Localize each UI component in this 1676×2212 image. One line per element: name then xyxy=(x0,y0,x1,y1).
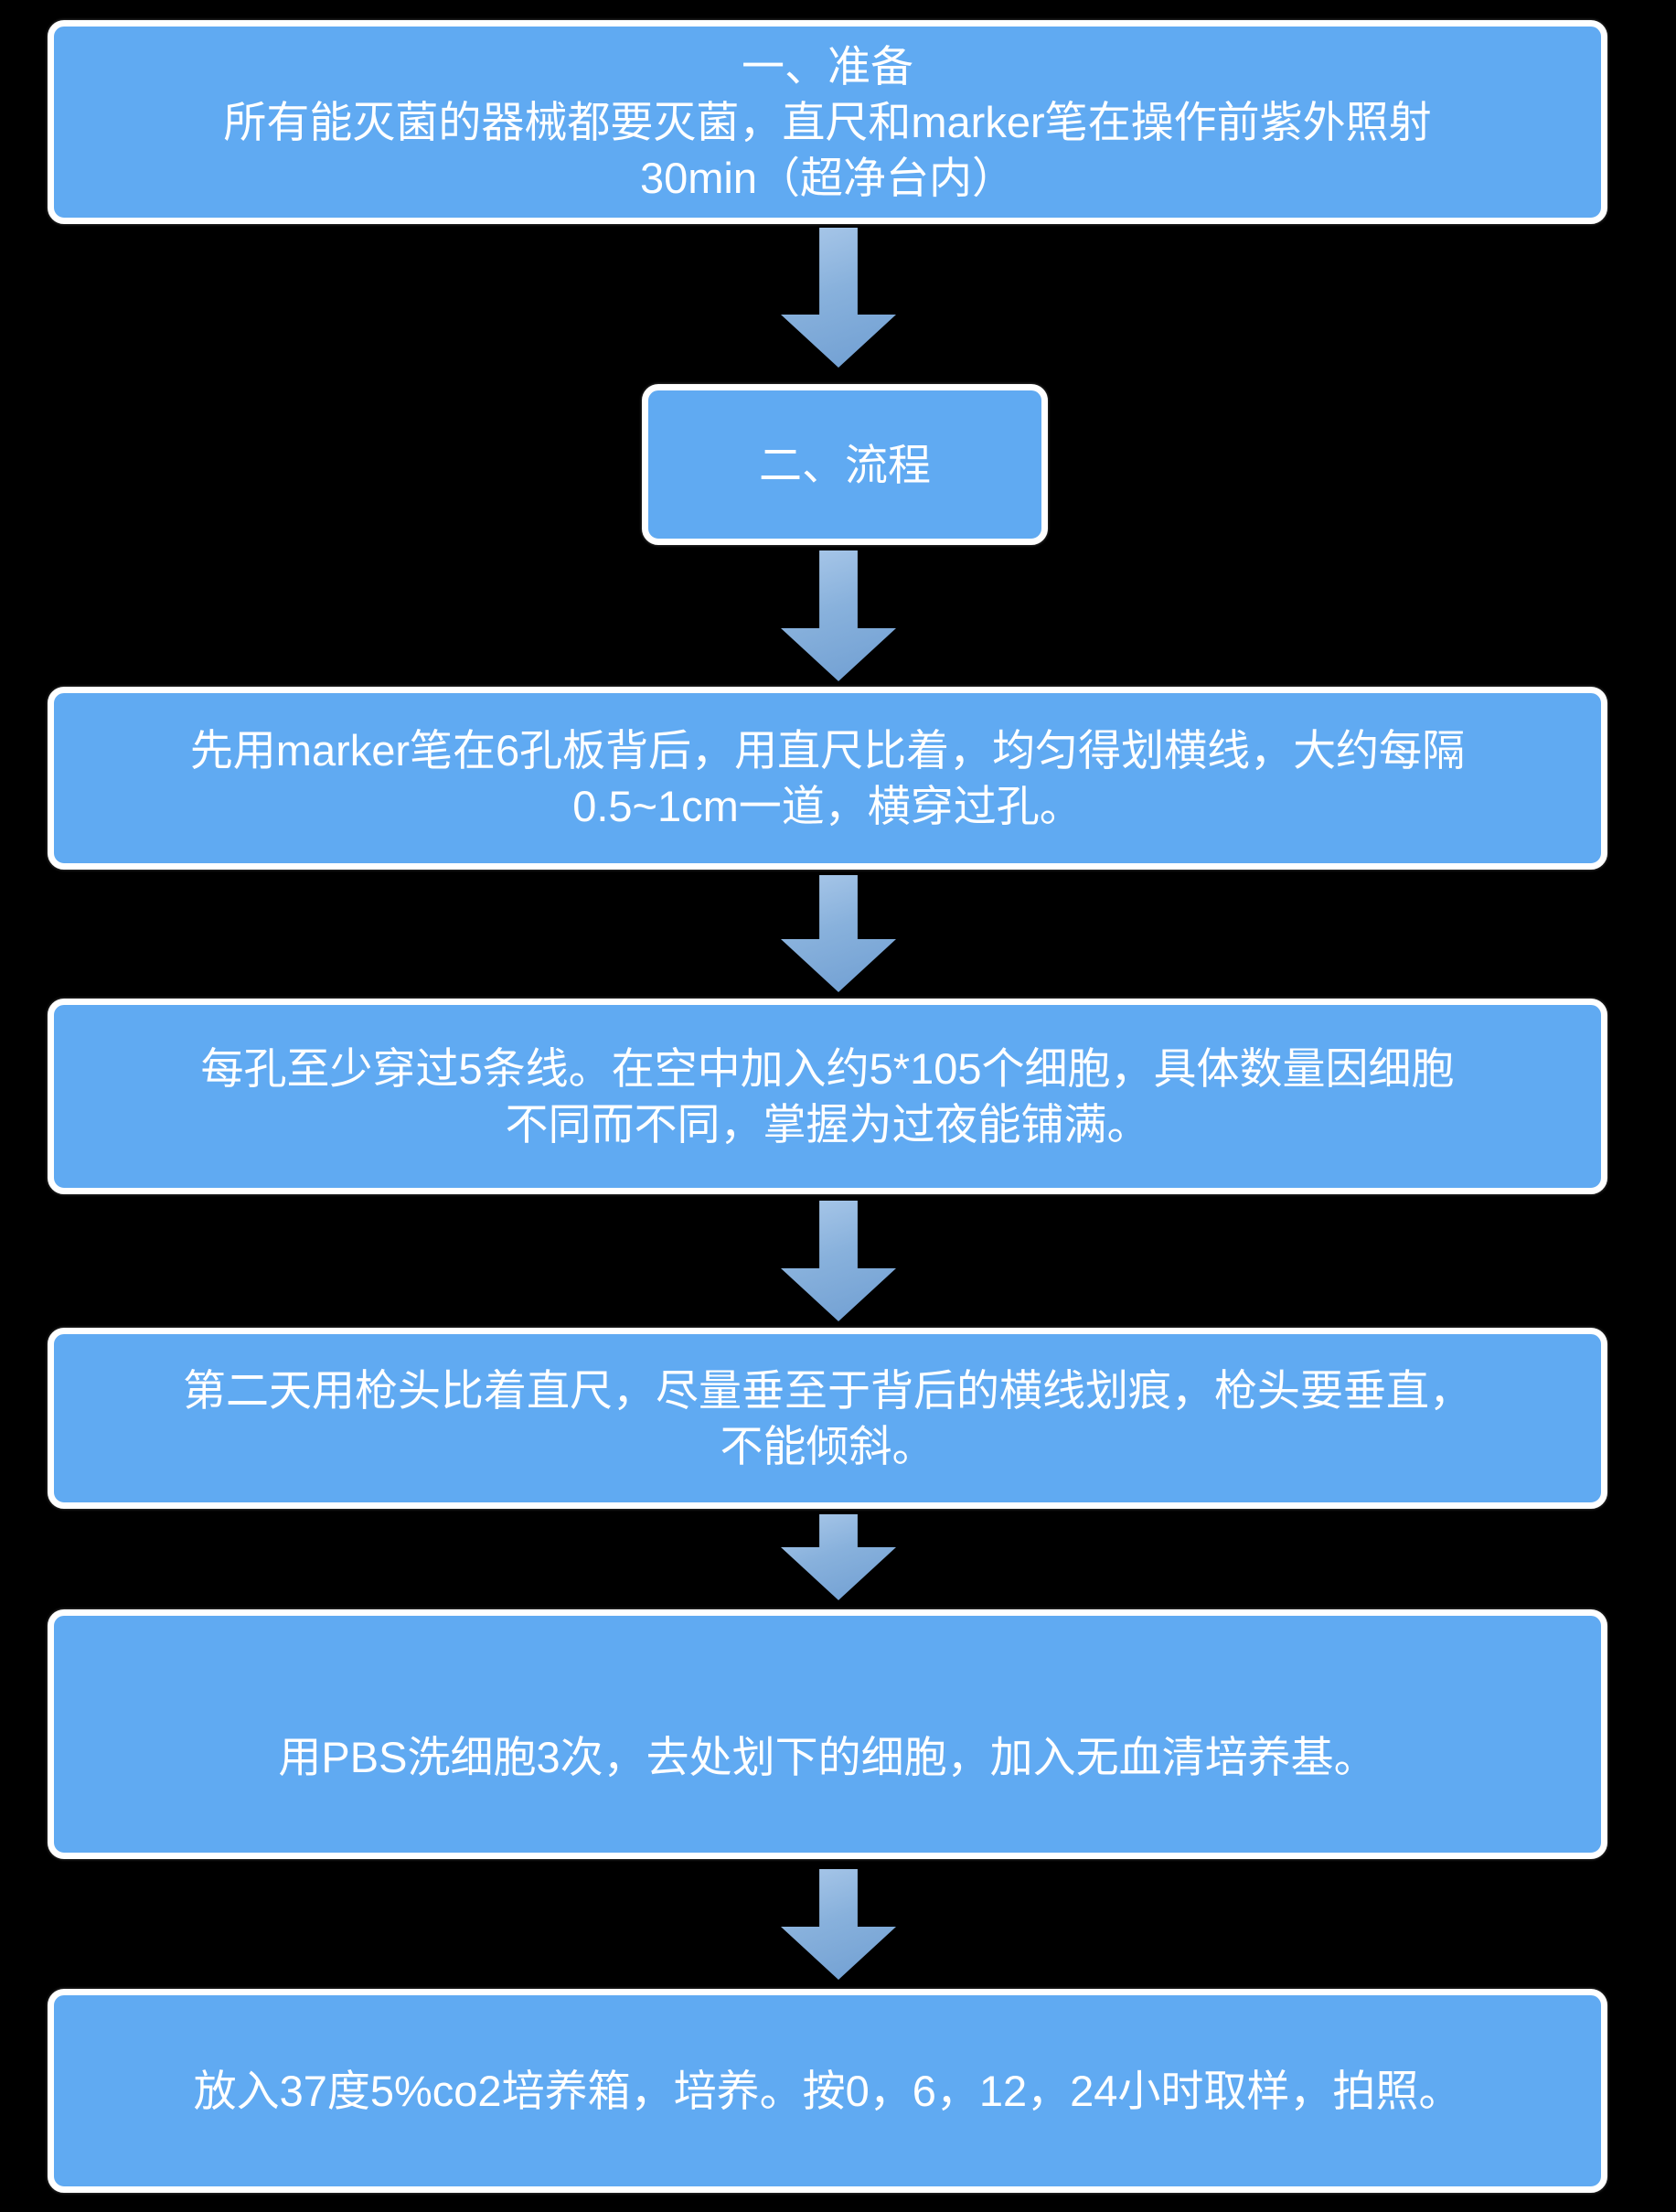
flow-step-wash: 用PBS洗细胞3次，去处划下的细胞，加入无血清培养基。 xyxy=(48,1609,1607,1859)
down-arrow-icon xyxy=(781,1201,896,1321)
flow-step-incubate: 放入37度5%co2培养箱，培养。按0，6，12，24小时取样，拍照。 xyxy=(48,1989,1607,2193)
step-text-line: 不能倾斜。 xyxy=(720,1422,935,1470)
step-text-line: 不同而不同，掌握为过夜能铺满。 xyxy=(505,1100,1150,1149)
step-text-line: 一、准备 xyxy=(742,42,913,91)
down-arrow-icon xyxy=(781,1514,896,1600)
step-text-line: 二、流程 xyxy=(759,440,931,489)
step-text-line: 30min（超净台内） xyxy=(639,154,1015,202)
step-text-line: 所有能灭菌的器械都要灭菌，直尺和marker笔在操作前紫外照射 xyxy=(223,98,1432,146)
step-text-line: 每孔至少穿过5条线。在空中加入约5*105个细胞，具体数量因细胞 xyxy=(200,1044,1455,1093)
down-arrow-icon xyxy=(781,228,896,368)
flow-step-seed-cells: 每孔至少穿过5条线。在空中加入约5*105个细胞，具体数量因细胞 不同而不同，掌… xyxy=(48,999,1607,1194)
step-text-line: 用PBS洗细胞3次，去处划下的细胞，加入无血清培养基。 xyxy=(278,1733,1377,1781)
step-text-line: 先用marker笔在6孔板背后，用直尺比着，均匀得划横线，大约每隔 xyxy=(189,726,1466,775)
down-arrow-icon xyxy=(781,1869,896,1980)
step-text-line: 放入37度5%co2培养箱，培养。按0，6，12，24小时取样，拍照。 xyxy=(193,2067,1462,2115)
down-arrow-icon xyxy=(781,875,896,992)
flow-step-preparation: 一、准备 所有能灭菌的器械都要灭菌，直尺和marker笔在操作前紫外照射 30m… xyxy=(48,20,1607,224)
flow-step-process-header: 二、流程 xyxy=(642,384,1048,545)
down-arrow-icon xyxy=(781,550,896,681)
step-text-line: 0.5~1cm一道，横穿过孔。 xyxy=(572,782,1083,830)
flow-step-draw-lines: 先用marker笔在6孔板背后，用直尺比着，均匀得划横线，大约每隔 0.5~1c… xyxy=(48,687,1607,870)
flow-step-scratch: 第二天用枪头比着直尺，尽量垂至于背后的横线划痕，枪头要垂直， 不能倾斜。 xyxy=(48,1328,1607,1509)
step-text-line: 第二天用枪头比着直尺，尽量垂至于背后的横线划痕，枪头要垂直， xyxy=(183,1366,1472,1415)
